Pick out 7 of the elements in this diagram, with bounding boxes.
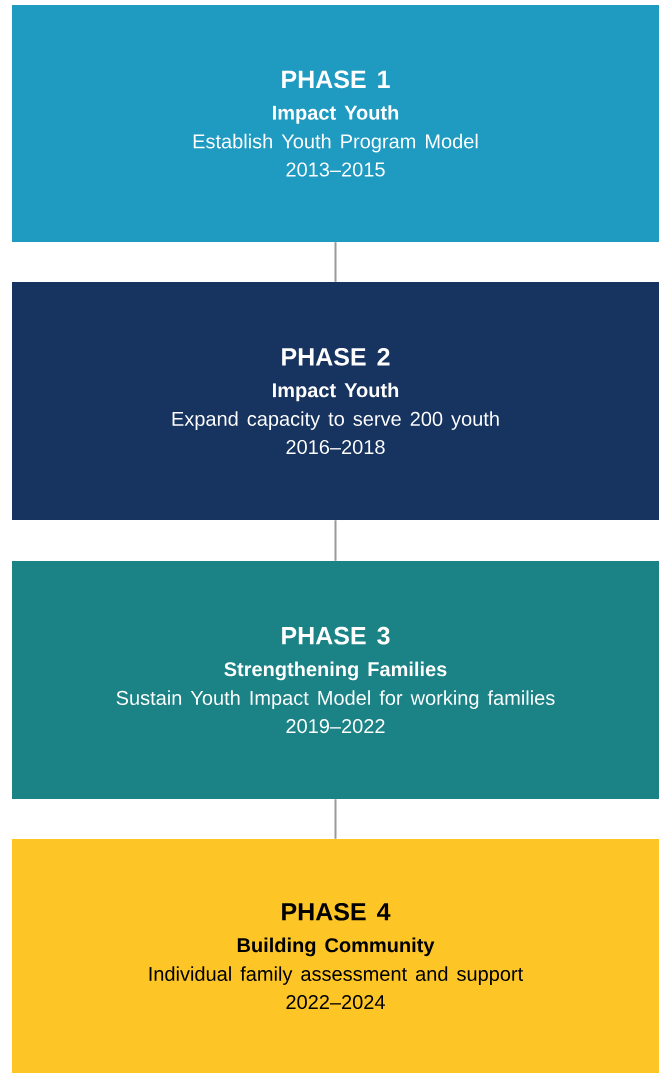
connector-line (334, 519, 337, 562)
phase-box: PHASE 1 Impact Youth Establish Youth Program Model 2013–2015 (12, 5, 659, 242)
phase-box: PHASE 2 Impact Youth Expand capacity to serve 200 youth 2016–2018 (12, 282, 659, 520)
phase-box: PHASE 3 Strengthening Families Sustain Youth Impact Model for working families 2019–2022 (12, 561, 659, 799)
connector-line (334, 798, 337, 840)
connector-line (334, 241, 337, 283)
phase-box: PHASE 4 Building Community Individual family assessment and support 2022–2024 (12, 839, 659, 1073)
